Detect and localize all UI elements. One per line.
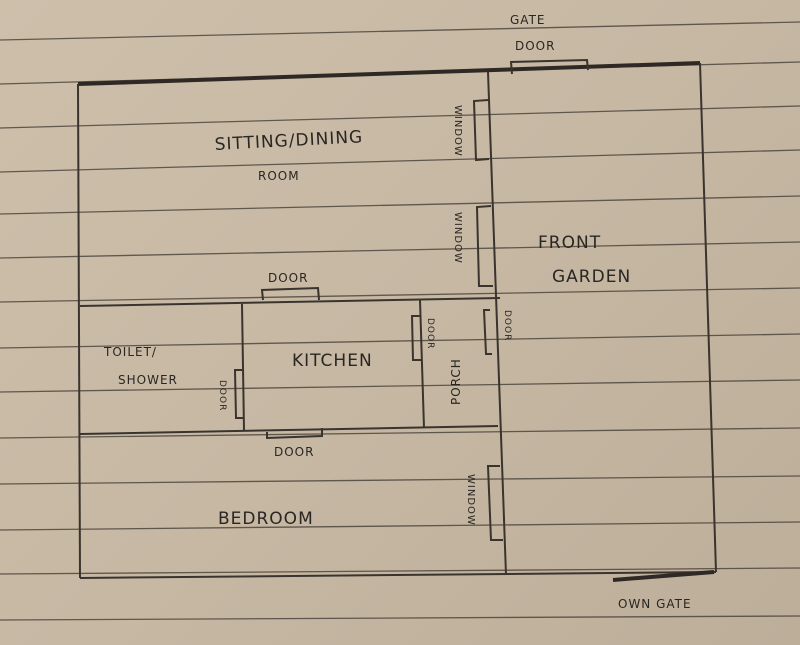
gate-label: GATE	[510, 13, 546, 27]
own-gate-label: OWN GATE	[618, 597, 692, 611]
toilet-label: TOILET/	[103, 345, 157, 359]
walls	[77, 61, 717, 579]
labels: GATE DOOR SITTING/DINING ROOM FRONT GARD…	[103, 13, 692, 611]
kitchen-label: KITCHEN	[292, 351, 373, 371]
sitting-dining-label: SITTING/DINING	[214, 127, 363, 155]
paper-rules	[0, 21, 800, 621]
porch-label: PORCH	[449, 358, 463, 405]
front-label: FRONT	[538, 233, 601, 253]
kitchen-porch-door-label: DOOR	[425, 318, 435, 349]
kitchen-top-door-label: DOOR	[268, 271, 308, 285]
toilet-door-label: DOOR	[217, 380, 227, 411]
sitting-window-1-label: WINDOW	[452, 105, 463, 157]
porch-door-label: DOOR	[502, 310, 512, 341]
bedroom-window-label: WINDOW	[465, 474, 476, 526]
gate-door-label: DOOR	[515, 39, 555, 53]
bedroom-label: BEDROOM	[218, 509, 314, 529]
kitchen-bottom-door-label: DOOR	[274, 445, 314, 459]
room-label: ROOM	[258, 169, 300, 183]
garden-label: GARDEN	[552, 267, 631, 287]
door-symbols	[233, 58, 715, 582]
sitting-window-2-label: WINDOW	[452, 212, 463, 264]
shower-label: SHOWER	[118, 373, 178, 387]
